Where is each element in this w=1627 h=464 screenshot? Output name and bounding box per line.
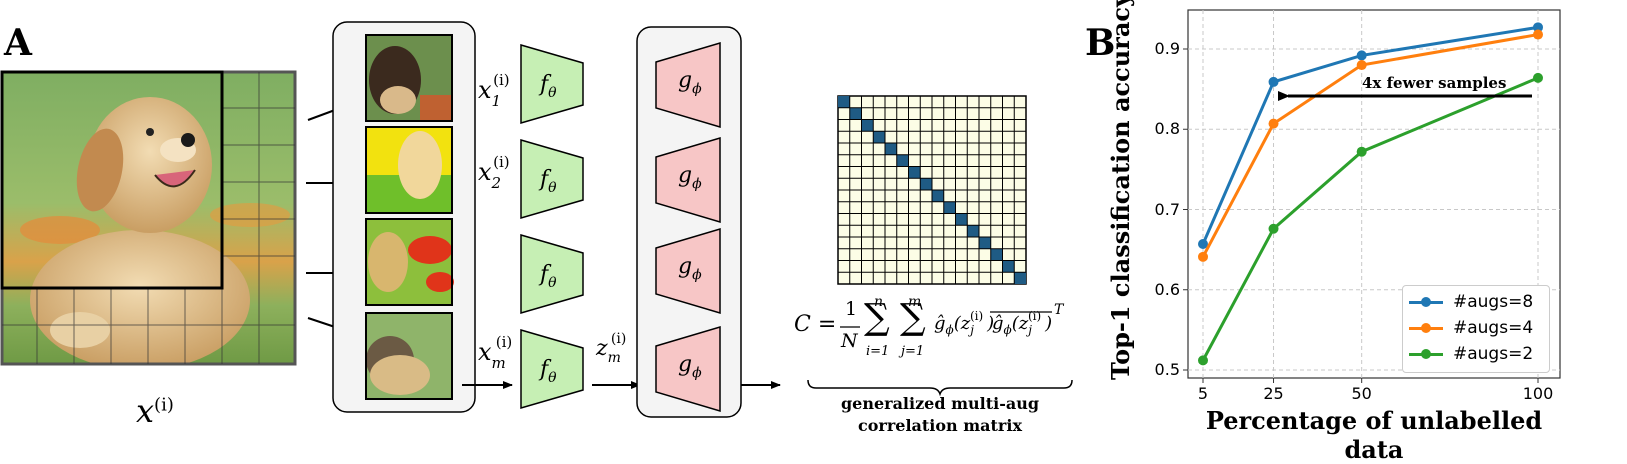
panel-a-graphics (0, 21, 1073, 418)
legend-label: #augs=2 (1453, 344, 1534, 364)
formula-lhs: C = (794, 312, 837, 337)
projector-label-1: gϕ (678, 68, 702, 97)
x-tick-label: 5 (1197, 384, 1209, 403)
legend-label: #augs=4 (1453, 318, 1534, 338)
formula-frac-den: N (841, 330, 858, 352)
formula-term-2: ĝϕ(zj(i)) (992, 309, 1053, 337)
x-axis-label: Percentage of unlabelled data (1205, 406, 1543, 464)
matrix-diagonal-cell (849, 107, 862, 120)
y-tick-label: 0.8 (1154, 119, 1180, 139)
chart-annotation: 4x fewer samples (1362, 74, 1507, 92)
matrix-diagonal-cell (979, 237, 991, 249)
legend-entry: #augs=4 (1409, 318, 1533, 338)
encoder-label-3: fθ (540, 262, 557, 291)
legend-swatch (1409, 348, 1443, 359)
matrix-diagonal-cell (967, 225, 979, 237)
encoder-label-2: fθ (540, 167, 557, 196)
encoder-label-1: fθ (540, 72, 557, 101)
correlation-matrix (837, 95, 1027, 285)
data-point (1198, 251, 1208, 262)
matrix-diagonal-cell (908, 166, 921, 179)
legend-label: #augs=8 (1453, 292, 1534, 312)
sum1-bot: i=1 (866, 344, 890, 359)
panel-b-label: B (1085, 22, 1116, 64)
series-line (1201, 76, 1539, 362)
y-tick-label: 0.9 (1154, 39, 1180, 58)
encoder-label-4: fθ (540, 357, 557, 386)
formula-term-1: ĝϕ(zj(i)) (934, 309, 995, 337)
view-label-1: x1(i) (478, 71, 510, 110)
data-point (1268, 118, 1279, 129)
projector-shapes (655, 41, 721, 413)
brace-caption-line-2: correlation matrix (858, 416, 1022, 435)
data-point (1356, 60, 1367, 71)
view-label-2: x2(i) (478, 153, 510, 192)
grid (1183, 10, 1560, 383)
brace-caption-line-1: generalized multi-aug (840, 394, 1040, 413)
data-point (1268, 223, 1279, 234)
z-label: zm(i) (596, 331, 627, 366)
matrix-diagonal-cell (896, 154, 909, 167)
input-label: x(i) (136, 392, 174, 430)
encoder-shapes (520, 44, 584, 409)
legend: #augs=8 #augs=4 #augs=2 (1402, 285, 1550, 373)
projector-label-2: gϕ (678, 163, 702, 192)
matrix-diagonal-cell (943, 201, 956, 214)
data-point (1356, 146, 1367, 157)
series-line (1201, 33, 1539, 258)
formula-transpose: T (1054, 302, 1064, 318)
series-lines (1198, 22, 1543, 366)
sum1-sigma: ∑ (864, 297, 890, 338)
matrix-diagonal-cell (932, 190, 944, 202)
data-point (1198, 239, 1208, 250)
y-axis-label: Top-1 classification accuracy (1106, 0, 1135, 380)
sum2-bot: j=1 (901, 344, 925, 359)
legend-entry: #augs=8 (1409, 292, 1533, 312)
view-label-m: xm(i) (478, 333, 513, 372)
x-tick-label: 50 (1351, 384, 1372, 403)
data-point (1356, 50, 1367, 61)
data-point (1533, 29, 1543, 40)
matrix-diagonal-cell (920, 178, 932, 190)
legend-entry: #augs=2 (1409, 344, 1533, 364)
matrix-diagonal-cell (861, 119, 874, 132)
y-tick-label: 0.7 (1154, 199, 1180, 219)
data-point (1533, 72, 1543, 83)
data-point (1198, 355, 1208, 366)
matrix-diagonal-cell (838, 96, 850, 108)
accuracy-chart (1183, 9, 1561, 383)
legend-swatch (1409, 296, 1443, 307)
sum2-sigma: ∑ (900, 297, 926, 338)
data-point (1533, 22, 1543, 33)
x-tick-label: 25 (1263, 384, 1284, 403)
matrix-diagonal-cell (990, 248, 1003, 261)
sum2-top: m (908, 294, 922, 310)
panel-a-label: A (4, 22, 32, 64)
matrix-diagonal-cell (885, 143, 897, 155)
projector-label-3: gϕ (678, 254, 702, 283)
matrix-diagonal-cell (873, 131, 885, 143)
legend-swatch (1409, 322, 1443, 333)
matrix-diagonal-cell (955, 213, 968, 226)
input-image (2, 72, 295, 364)
x-tick-label: 100 (1522, 384, 1554, 403)
data-point (1268, 76, 1279, 87)
y-tick-label: 0.5 (1154, 360, 1180, 379)
sum1-top: n (874, 294, 884, 310)
matrix-diagonal-cell (1002, 260, 1015, 273)
formula-frac-num: 1 (845, 298, 858, 320)
projector-label-4: gϕ (678, 352, 702, 381)
series-line (1201, 25, 1539, 245)
matrix-diagonal-cell (1014, 272, 1026, 284)
y-tick-label: 0.6 (1154, 279, 1180, 299)
